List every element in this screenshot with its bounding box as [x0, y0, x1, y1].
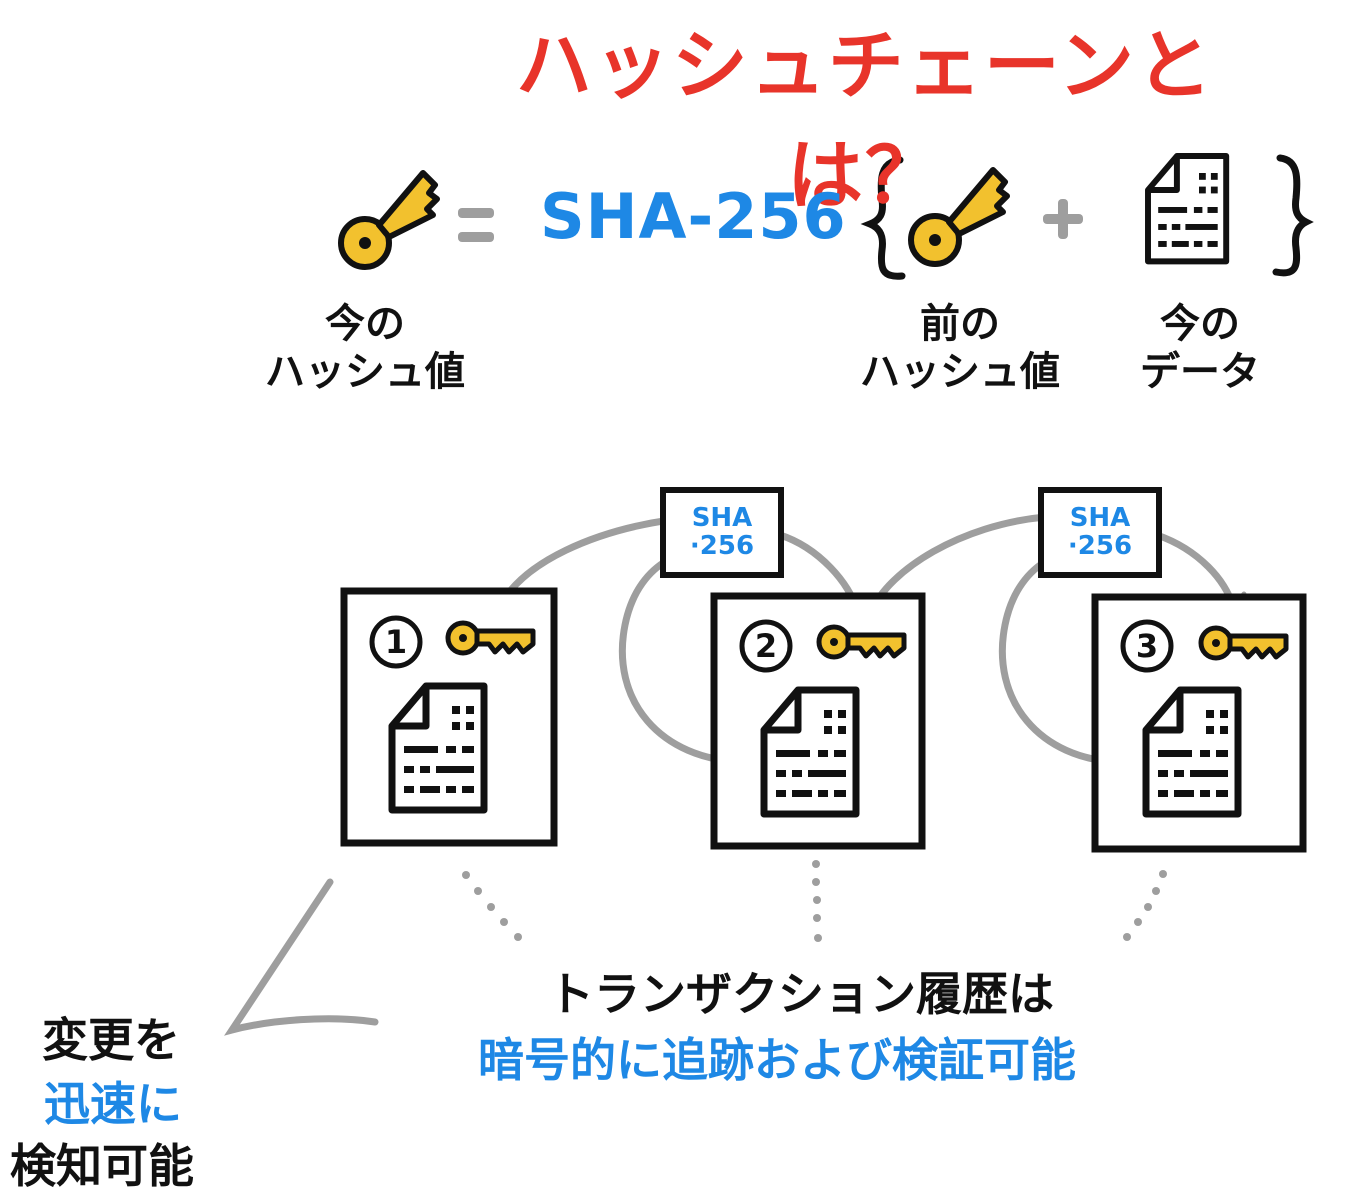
history-note-line-2: 暗号的に追跡および検証可能 [478, 1033, 1076, 1087]
sha-badge-1-text: SHA ·256 [689, 503, 755, 561]
block-2-document-icon [764, 690, 856, 814]
left-note-line-3: 検知可能 [10, 1139, 194, 1193]
block-3-document-icon [1146, 690, 1238, 814]
current-hash-label: 今の ハッシュ値 [265, 301, 465, 395]
previous-hash-label: 前の ハッシュ値 [860, 301, 1060, 395]
sha-badge-2-text: SHA ·256 [1067, 503, 1133, 561]
history-note-line-1: トランザクション履歴は [548, 967, 1054, 1021]
block-3-number-circle [1120, 619, 1174, 673]
equals-sign [458, 208, 494, 242]
left-note-line-2: 迅速に [44, 1077, 182, 1131]
left-note-line-1: 変更を [42, 1013, 180, 1067]
block-1-number-circle [369, 615, 423, 669]
left-brace [860, 156, 906, 280]
sha-badge-2 [1038, 487, 1162, 578]
formula-algorithm: SHA-256 [540, 180, 847, 253]
block-2-number: 2 [754, 627, 778, 665]
connector-data2-to-hash1 [618, 556, 748, 766]
block-3-number: 3 [1135, 627, 1159, 665]
current-hash-key-icon [341, 173, 437, 267]
block-1-document-icon [392, 686, 484, 810]
current-data-label: 今の データ [1140, 301, 1260, 395]
block-1-number: 1 [384, 623, 408, 661]
sha-badge-1 [660, 487, 784, 578]
plus-sign [1043, 199, 1083, 239]
connector-data3-to-hash2 [998, 556, 1124, 766]
dotted-links [462, 860, 1167, 942]
callout-pointer [224, 878, 379, 1036]
page-title: ハッシュチェーンとは？ [515, 21, 1215, 220]
right-brace [1272, 154, 1314, 277]
block-2-number-circle [739, 619, 793, 673]
